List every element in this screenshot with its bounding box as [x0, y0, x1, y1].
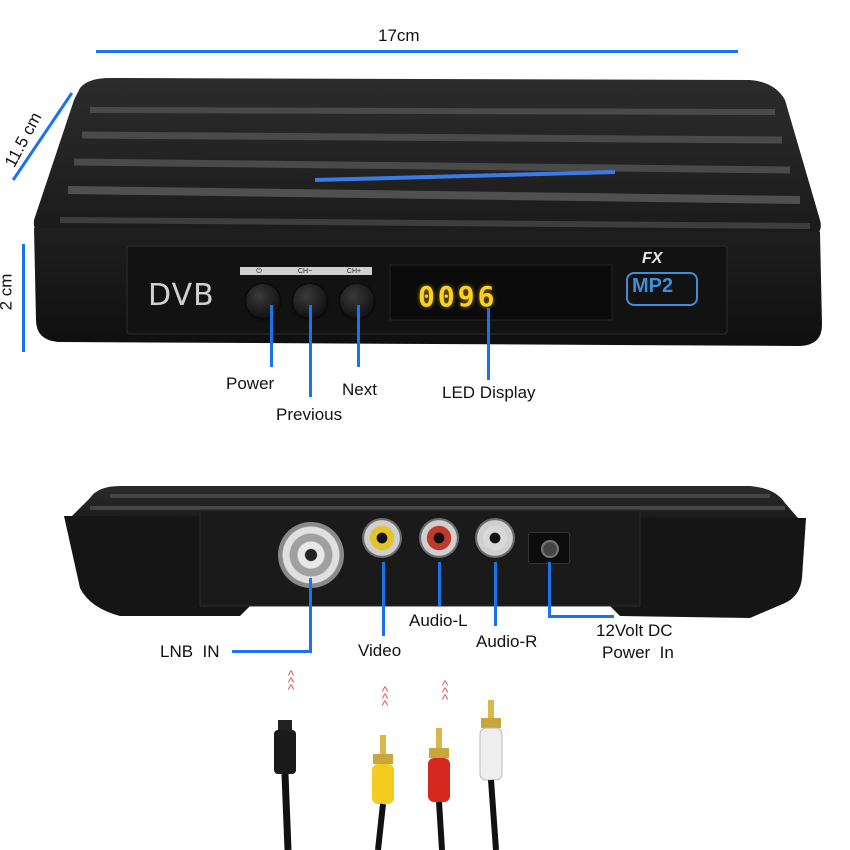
rear-device-illustration [64, 486, 806, 618]
audio-r-label: Audio-R [476, 632, 538, 651]
dc-callout-vertical [548, 562, 551, 618]
led-callout-line [487, 308, 490, 380]
width-dimension-label: 17cm [378, 26, 420, 45]
chevron-up-icon: ^^^ [287, 667, 295, 697]
mp2-logo: MP2 [632, 275, 674, 297]
dc-power-label-line2: Power In [602, 643, 674, 662]
audio-l-jack[interactable] [419, 518, 459, 558]
power-label: Power [226, 374, 275, 393]
dvb-logo: DVB [148, 278, 215, 313]
cables-illustration [274, 700, 503, 850]
dc-power-jack[interactable] [528, 532, 570, 564]
front-device-illustration [33, 78, 822, 346]
chevron-up-icon: ^^^ [381, 683, 389, 713]
audio-r-jack[interactable] [475, 518, 515, 558]
dc-callout-horizontal [548, 615, 614, 618]
led-display: 0096 [418, 280, 498, 313]
audio-l-label: Audio-L [409, 611, 468, 630]
lnb-in-label: LNB IN [160, 642, 220, 661]
video-jack[interactable] [362, 518, 402, 558]
led-display-label: LED Display [442, 383, 536, 402]
power-button[interactable] [245, 283, 281, 319]
power-callout-line [270, 305, 273, 367]
video-label: Video [358, 641, 402, 660]
audio-l-callout-line [438, 562, 441, 606]
lnb-in-connector[interactable] [278, 522, 344, 588]
lnb-callout-vertical [309, 578, 312, 652]
next-callout-line [357, 305, 360, 367]
ch-plus-button-label: CH+ [346, 268, 362, 275]
dc-power-label-line1: 12Volt DC [596, 621, 673, 640]
height-dimension-label: 2 cm [0, 273, 16, 311]
height-dimension-line [22, 244, 25, 352]
previous-callout-line [309, 305, 312, 397]
chevron-up-icon: ^^^ [441, 677, 449, 707]
lnb-callout-horizontal [232, 650, 312, 653]
mp2-badge [626, 272, 698, 306]
video-callout-line [382, 562, 385, 636]
power-button-label: ⏻ [256, 268, 262, 275]
ch-minus-button-label: CH− [297, 268, 313, 275]
next-label: Next [342, 380, 377, 399]
previous-label: Previous [276, 405, 343, 424]
audio-r-callout-line [494, 562, 497, 626]
width-dimension-line [96, 50, 738, 53]
fx-logo: FX [642, 250, 663, 267]
